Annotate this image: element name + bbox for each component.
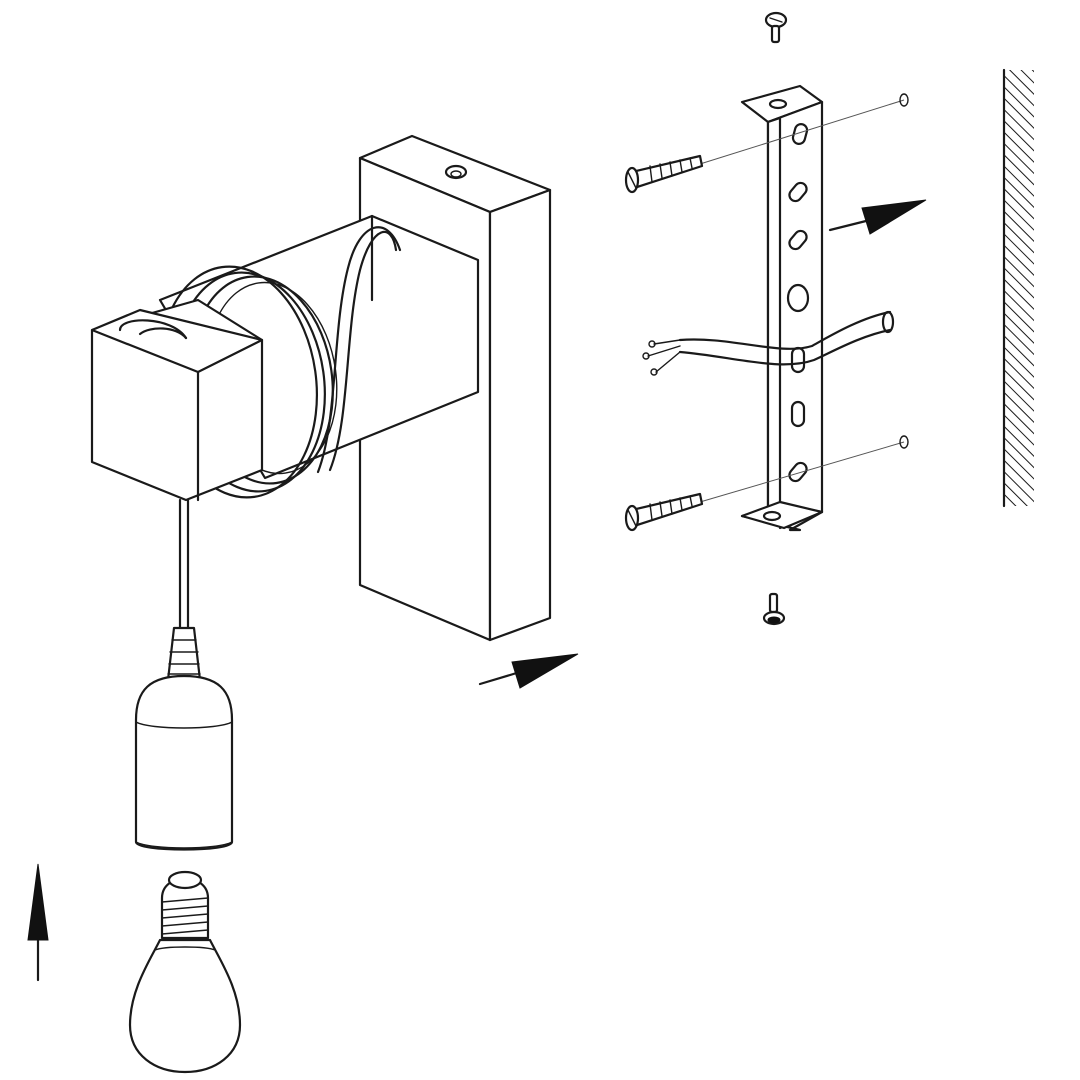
- lamp-body: [90, 214, 480, 502]
- supply-wires: [642, 310, 895, 376]
- wall-plug: [899, 435, 909, 449]
- wall: [1002, 68, 1034, 508]
- mounting-bracket: [740, 84, 824, 532]
- bracket-screw: [762, 592, 786, 626]
- bracket-screw: [764, 11, 788, 44]
- wall-screw: [624, 441, 905, 532]
- lamp-socket: [134, 626, 234, 851]
- arrow-right-icon: [828, 199, 927, 235]
- light-bulb: [128, 870, 242, 1074]
- arrow-right-icon: [478, 653, 579, 689]
- wall-plug: [899, 93, 909, 107]
- wall-screw: [624, 99, 905, 194]
- cable: [178, 498, 190, 630]
- arrow-up-icon: [27, 863, 49, 982]
